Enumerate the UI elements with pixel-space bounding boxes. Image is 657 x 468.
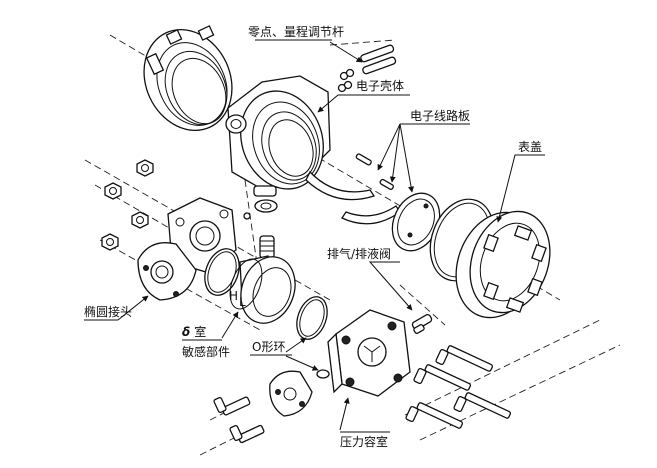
- label-vent-drain-valve: 排气/排液阀: [327, 246, 391, 261]
- electronics-housing-part: [225, 75, 331, 197]
- rear-cap: [143, 25, 233, 132]
- sensor-mark-h: H: [229, 289, 238, 303]
- label-oval-flange: 椭圆接头: [84, 304, 132, 319]
- label-chamber-word: 室: [194, 324, 206, 339]
- bolts: [213, 345, 512, 444]
- sensor-o-rings: [204, 248, 328, 340]
- label-zero-span-rod: 零点、量程调节杆: [248, 24, 344, 39]
- sensor-mark-l: L: [239, 295, 246, 309]
- front-cover: [455, 210, 551, 319]
- label-sensing-element: 敏感部件: [182, 344, 230, 359]
- front-small-flange: [269, 369, 330, 417]
- label-cover: 表盖: [518, 140, 542, 154]
- sensing-element-part: H L: [229, 255, 296, 324]
- label-circuit-board: 电子线路板: [410, 108, 470, 123]
- label-pressure-chamber: 压力容室: [340, 434, 388, 449]
- nuts: [101, 159, 154, 251]
- pressure-chamber-part: [327, 309, 411, 397]
- vent-valve-part: [411, 313, 433, 335]
- circuit-board-parts: [305, 153, 441, 252]
- oval-flange-part: [137, 242, 197, 301]
- label-o-ring: O形环: [252, 340, 285, 354]
- label-electronics-housing: 电子壳体: [356, 79, 404, 93]
- label-delta-symbol: δ: [182, 325, 190, 339]
- adjustment-rods: [337, 44, 397, 93]
- leader-lines: [84, 39, 545, 433]
- spring-stack: [243, 199, 278, 259]
